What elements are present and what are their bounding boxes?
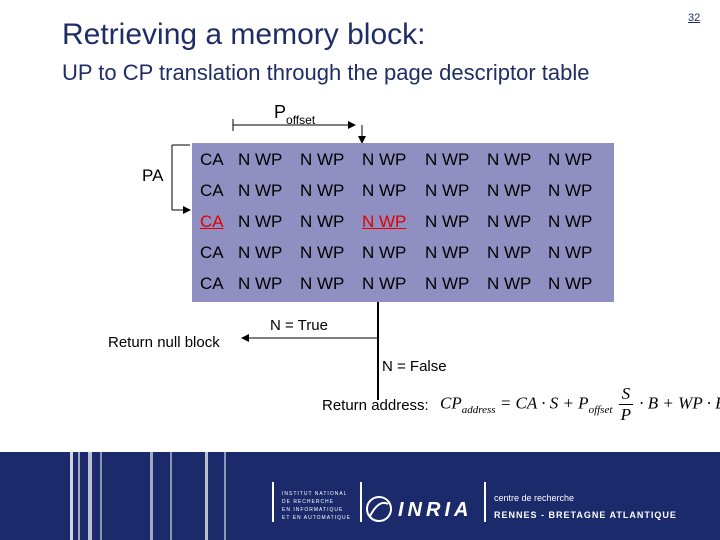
inria-logo-text: INRIA [398,499,473,521]
cell-nwp: N WP [425,211,470,231]
institute-line: ET EN AUTOMATIQUE [282,515,351,521]
footer-barcode-graphic [70,452,226,540]
cell-nwp: N WP [548,273,593,293]
cell-nwp: N WP [300,180,345,200]
cell-ca: CA [200,180,224,200]
cell-nwp: N WP [425,242,470,262]
cell-nwp: N WP [362,149,407,169]
cell-ca: CA [200,211,224,231]
cell-nwp: N WP [362,273,407,293]
n-false-label: N = False [382,358,447,375]
page-descriptor-table: CA N WP N WP N WP N WP N WP N WP CA N WP N WP N WP… [192,143,614,302]
center-line-1: centre de recherche [494,493,575,503]
table-row: CA N WP N WP N WP N WP N WP N WP [192,206,614,237]
institute-line: INSTITUT NATIONAL [282,491,348,497]
cell-nwp: N WP [548,211,593,231]
return-address-label: Return address: [322,397,429,414]
cell-nwp: N WP [487,242,532,262]
cell-nwp: N WP [238,211,283,231]
table-row: CA N WP N WP N WP N WP N WP N WP [192,175,614,206]
pa-label: PA [142,166,164,185]
cell-nwp: N WP [425,273,470,293]
cell-nwp: N WP [487,273,532,293]
cell-nwp: N WP [238,149,283,169]
cell-nwp: N WP [300,242,345,262]
footer-banner: INSTITUT NATIONAL DE RECHERCHE EN INFORMAT… [0,452,720,540]
center-line-2: RENNES - BRETAGNE ATLANTIQUE [494,510,677,520]
cell-nwp: N WP [487,149,532,169]
cell-nwp: N WP [362,211,407,231]
cell-nwp: N WP [548,149,593,169]
cell-nwp: N WP [362,242,407,262]
cell-nwp: N WP [548,242,593,262]
cell-nwp: N WP [487,180,532,200]
table-row: CA N WP N WP N WP N WP N WP N WP [192,237,614,268]
table-row: CA N WP N WP N WP N WP N WP N WP [192,144,614,175]
cell-nwp: N WP [300,211,345,231]
cell-nwp: N WP [425,149,470,169]
return-null-label: Return null block [108,334,220,351]
cell-nwp: N WP [425,180,470,200]
cell-nwp: N WP [487,211,532,231]
institute-line: EN INFORMATIQUE [282,507,344,513]
cell-nwp: N WP [548,180,593,200]
address-formula: CPaddress = CA · S + Poffset S P · B + W… [440,384,720,424]
cell-nwp: N WP [238,180,283,200]
slide-title: Retrieving a memory block: [62,18,426,51]
table-row: CA N WP N WP N WP N WP N WP N WP [192,268,614,299]
institute-line: DE RECHERCHE [282,499,335,505]
cell-nwp: N WP [238,242,283,262]
cell-ca: CA [200,273,224,293]
cell-nwp: N WP [362,180,407,200]
cell-ca: CA [200,149,224,169]
poffset-label: Poffset [274,102,316,127]
cell-nwp: N WP [300,273,345,293]
slide-subtitle: UP to CP translation through the page de… [62,60,590,85]
institute-text: INSTITUT NATIONAL DE RECHERCHE EN INFORMAT… [282,490,351,522]
cell-nwp: N WP [300,149,345,169]
cell-ca: CA [200,242,224,262]
cell-nwp: N WP [238,273,283,293]
n-true-label: N = True [270,317,328,334]
inria-logo-icon [366,496,392,522]
page-number: 32 [688,12,701,24]
